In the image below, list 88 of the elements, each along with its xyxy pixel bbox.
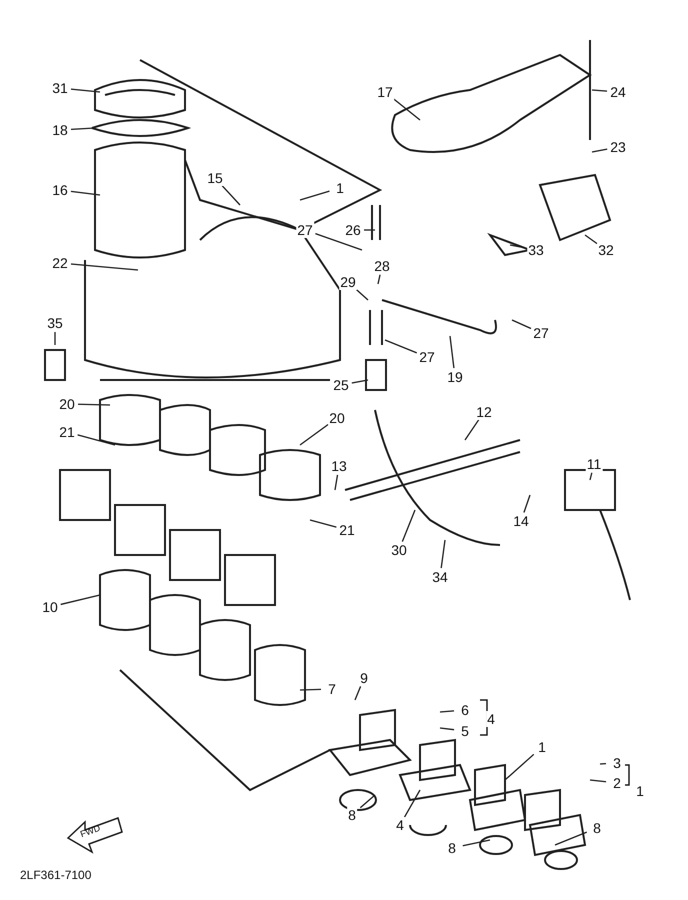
callout-number: 12 [475, 404, 493, 420]
callout-number: 21 [338, 522, 356, 538]
callout-number: 24 [609, 84, 627, 100]
leader-line [404, 790, 421, 818]
leader-line [440, 727, 454, 730]
leader-line [310, 519, 337, 528]
leader-line [334, 474, 338, 490]
leader-line [300, 424, 328, 446]
callout-number: 32 [597, 242, 615, 258]
leader-line [554, 832, 588, 846]
callout-number: 35 [46, 315, 64, 331]
leader-line [360, 794, 376, 808]
callout-number: 20 [328, 410, 346, 426]
callout-number: 3 [612, 755, 622, 771]
leader-line [402, 510, 416, 542]
callout-number: 8 [592, 820, 602, 836]
leader-line [589, 472, 592, 480]
leader-line [464, 419, 480, 440]
leader-line [315, 233, 362, 251]
callout-number: 22 [51, 255, 69, 271]
leader-line [440, 540, 446, 568]
leader-line [590, 779, 606, 782]
callout-number: 8 [347, 807, 357, 823]
callout-number: 26 [344, 222, 362, 238]
callout-number: 31 [51, 80, 69, 96]
callout-number: 19 [446, 369, 464, 385]
leader-line [584, 234, 598, 244]
leader-line [592, 89, 608, 92]
callout-number: 21 [58, 424, 76, 440]
leader-line [356, 288, 368, 300]
leader-line [352, 379, 368, 384]
callout-number: 15 [206, 170, 224, 186]
leader-line [512, 319, 532, 330]
leader-line [393, 98, 420, 120]
leader-line [592, 148, 608, 153]
leader-line [504, 754, 534, 780]
callout-number: 6 [460, 702, 470, 718]
leader-line [600, 763, 606, 765]
callout-number: 4 [486, 711, 496, 727]
callout-number: 1 [635, 783, 645, 799]
leader-line [300, 688, 322, 691]
callout-number: 11 [586, 456, 602, 472]
callout-number: 18 [51, 122, 69, 138]
callout-number: 4 [395, 817, 405, 833]
leader-line [70, 88, 100, 93]
callout-number: 28 [373, 258, 391, 274]
callout-number: 8 [447, 840, 457, 856]
callout-number: 7 [327, 681, 337, 697]
callout-number: 1 [335, 180, 345, 196]
leader-line [54, 332, 56, 345]
leader-line [78, 404, 110, 406]
callout-number: 13 [330, 458, 348, 474]
callout-number: 16 [51, 182, 69, 198]
leader-line [462, 839, 490, 846]
leader-line [70, 263, 138, 271]
callout-number: 27 [296, 222, 314, 238]
callout-number: 23 [609, 139, 627, 155]
leader-line [384, 339, 418, 354]
callout-number: 10 [41, 599, 59, 615]
leader-line [354, 686, 362, 700]
callout-number: 14 [512, 513, 530, 529]
callout-number: 5 [460, 723, 470, 739]
callout-number: 17 [376, 84, 394, 100]
leader-line [300, 190, 330, 201]
callout-number: 1 [537, 739, 547, 755]
callout-number: 33 [527, 242, 545, 258]
leader-line [440, 710, 454, 713]
part-number-label: 2LF361-7100 [20, 868, 92, 882]
leader-line [70, 190, 100, 196]
callout-number: 34 [431, 569, 449, 585]
leader-line [364, 229, 375, 231]
leader-line [510, 244, 526, 249]
direction-label: FWD [78, 822, 102, 840]
callout-number: 20 [58, 396, 76, 412]
callout-number: 2 [612, 775, 622, 791]
leader-line [449, 336, 455, 368]
callout-number: 9 [359, 670, 369, 686]
leader-line [70, 127, 96, 130]
leader-line [523, 494, 531, 513]
callout-number: 27 [532, 325, 550, 341]
callout-number: 25 [332, 377, 350, 393]
leader-line [220, 184, 240, 206]
leader-line [377, 274, 381, 284]
callout-number: 30 [390, 542, 408, 558]
callout-number: 27 [418, 349, 436, 365]
callout-number: 29 [339, 274, 357, 290]
leader-line [77, 434, 116, 446]
leader-line [60, 594, 100, 606]
